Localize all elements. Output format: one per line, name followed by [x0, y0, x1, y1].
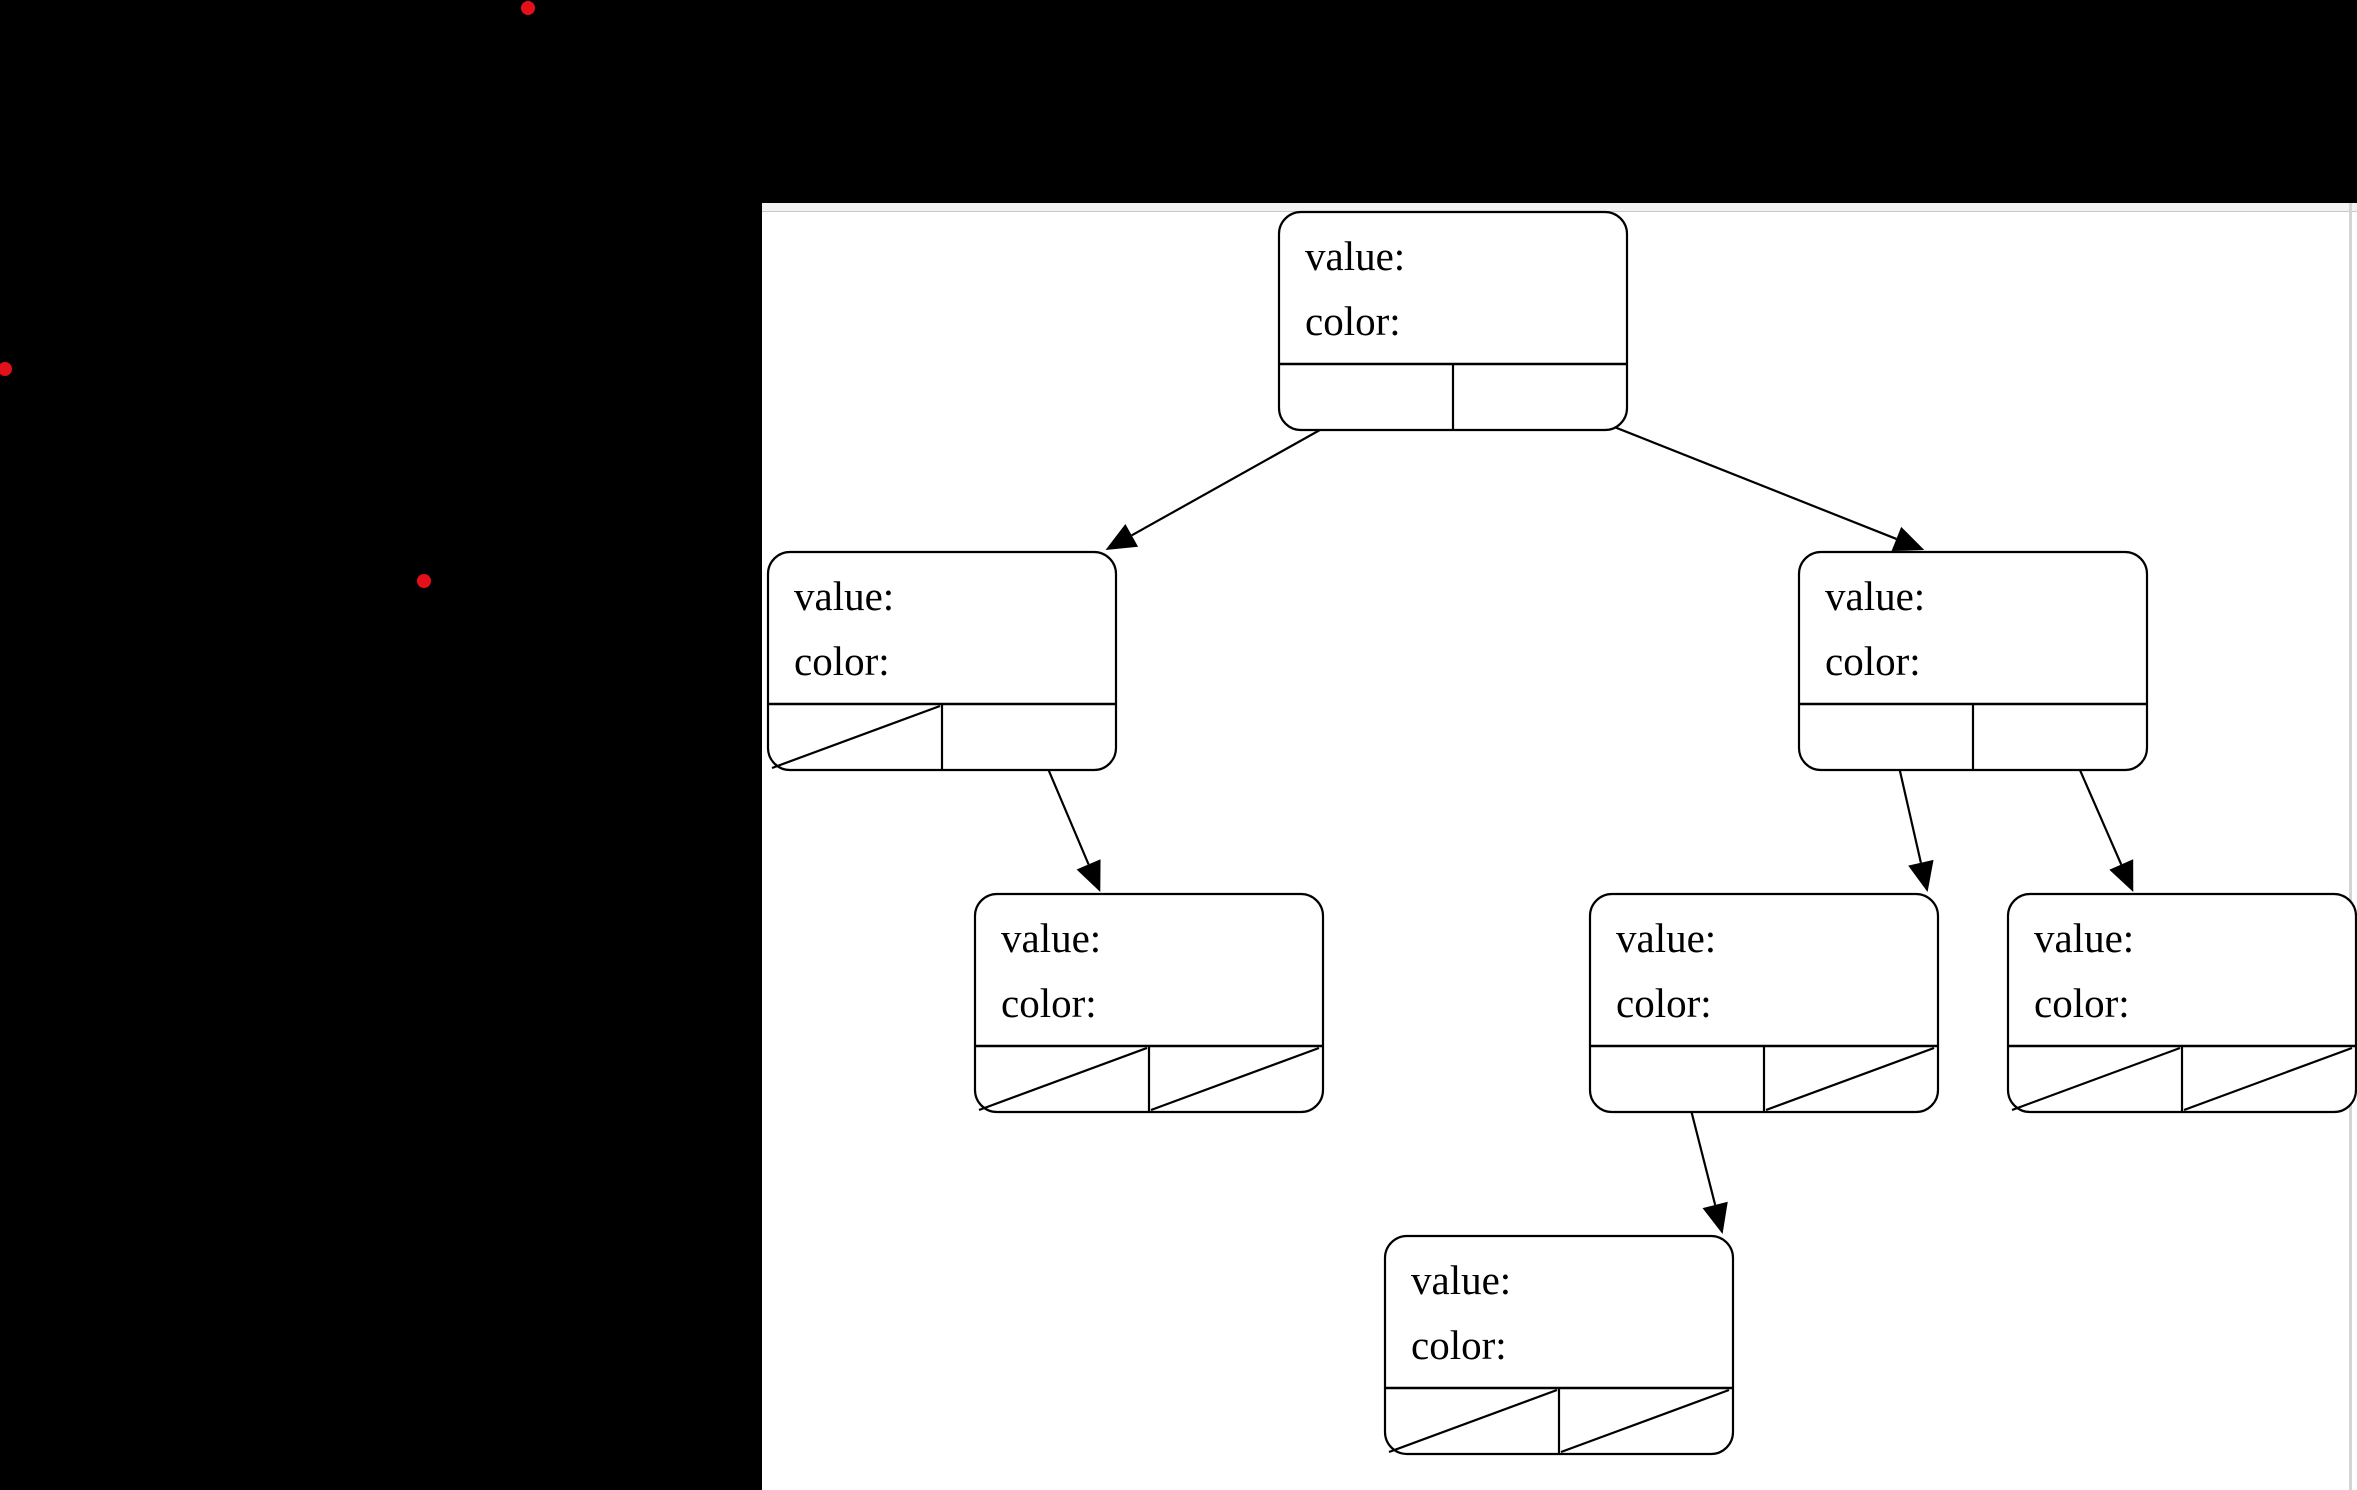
tree-node-right-right-leaf-left-null-slash	[2011, 1046, 2181, 1112]
document-viewport[interactable]: value:color:value:color:value:color:valu…	[762, 203, 2357, 1490]
tree-node-root-color-label: color:	[1305, 298, 1401, 344]
edge-right-to-right-right-arrowhead	[2109, 859, 2134, 892]
tree-node-left-value-label: value:	[794, 573, 894, 619]
tree-node-right-value-label: value:	[1825, 573, 1925, 619]
tree-node-right-right-leaf-right-null-slash	[2183, 1046, 2353, 1112]
tree-node-deep-leaf-color-label: color:	[1411, 1322, 1507, 1368]
marker-dot-left	[0, 362, 12, 376]
tree-node-right-left-right-null-slash	[1765, 1046, 1935, 1112]
vertical-scrollbar[interactable]	[2349, 203, 2352, 1490]
tree-node-left-right-leaf[interactable]: value: color:	[973, 892, 1325, 1114]
edge-root-to-right-arrowhead	[1891, 526, 1925, 552]
tree-node-left-color-label: color:	[794, 638, 890, 684]
tree-node-deep-leaf-value-label: value:	[1411, 1257, 1511, 1303]
tree-node-right-right-leaf-color-label: color:	[2034, 980, 2130, 1026]
tree-node-right[interactable]: value: color:	[1797, 550, 2149, 772]
marker-dot-top	[521, 1, 535, 15]
tree-diagram: value:color:value:color:value:color:valu…	[766, 210, 2357, 1456]
tree-node-left-right-leaf-value-label: value:	[1001, 915, 1101, 961]
tree-node-right-left-value-label: value:	[1616, 915, 1716, 961]
tree-node-left-left-null-slash	[771, 704, 941, 770]
tree-node-left[interactable]: value: color:	[766, 550, 1118, 772]
marker-dot-middle	[417, 574, 431, 588]
tree-node-right-color-label: color:	[1825, 638, 1921, 684]
tree-node-right-left-color-label: color:	[1616, 980, 1712, 1026]
edge-right-to-right-left-arrowhead	[1908, 859, 1934, 892]
tree-node-deep-leaf-left-null-slash	[1388, 1388, 1558, 1454]
edge-left-to-left-right-arrowhead	[1076, 859, 1101, 892]
edge-right-left-to-deep-arrowhead	[1702, 1201, 1728, 1234]
edge-root-to-left-arrowhead	[1105, 524, 1139, 550]
tree-node-deep-leaf-right-null-slash	[1560, 1388, 1730, 1454]
tree-node-deep-leaf[interactable]: value: color:	[1383, 1234, 1735, 1456]
tree-node-root[interactable]: value: color:	[1277, 210, 1629, 432]
tree-node-right-right-leaf[interactable]: value: color:	[2006, 892, 2357, 1114]
tree-node-left-right-leaf-right-null-slash	[1150, 1046, 1320, 1112]
tree-node-right-left[interactable]: value: color:	[1588, 892, 1940, 1114]
tree-node-right-right-leaf-value-label: value:	[2034, 915, 2134, 961]
tree-node-left-right-leaf-left-null-slash	[978, 1046, 1148, 1112]
tree-node-left-right-leaf-color-label: color:	[1001, 980, 1097, 1026]
tree-node-root-value-label: value:	[1305, 233, 1405, 279]
